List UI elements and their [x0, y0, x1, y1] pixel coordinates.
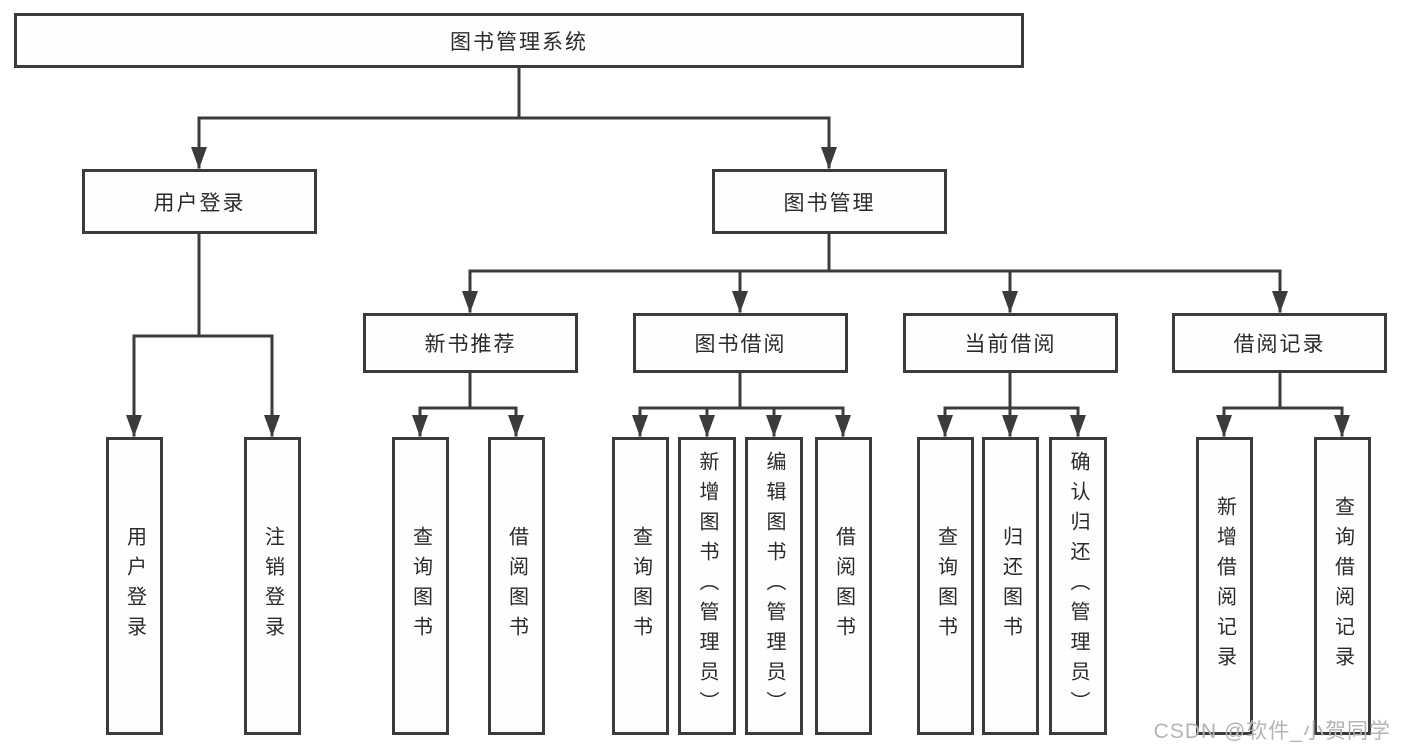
node-book-management: 图书管理: [712, 169, 947, 234]
node-login-logout: 注销登录: [244, 437, 301, 735]
node-book-system-label: 图书管理系统: [450, 30, 588, 54]
node-current-borrow: 当前借阅: [903, 313, 1118, 373]
node-user-login-label: 用户登录: [153, 191, 246, 215]
node-recommend-query-books-label: 查询图书: [409, 526, 432, 646]
node-book-management-label: 图书管理: [783, 191, 876, 215]
node-record-query-borrow-record: 查询借阅记录: [1314, 437, 1371, 735]
node-borrow-edit-books-admin-label: 编辑图书（管理员）: [763, 451, 785, 721]
connector-elbows: [132, 66, 1344, 410]
node-current-confirm-return-admin: 确认归还（管理员）: [1049, 437, 1107, 735]
node-new-book-recommend: 新书推荐: [363, 313, 578, 373]
node-borrow-add-books-admin: 新增图书（管理员）: [678, 437, 736, 735]
node-borrow-borrow-books-label: 借阅图书: [832, 526, 855, 646]
node-record-query-borrow-record-label: 查询借阅记录: [1331, 496, 1354, 676]
node-current-query-books: 查询图书: [917, 437, 974, 735]
node-login-logout-label: 注销登录: [261, 526, 284, 646]
node-borrow-query-books: 查询图书: [612, 437, 669, 735]
node-new-book-recommend-label: 新书推荐: [424, 333, 517, 356]
node-book-borrow: 图书借阅: [633, 313, 848, 373]
node-current-query-books-label: 查询图书: [934, 526, 957, 646]
node-user-login: 用户登录: [82, 169, 317, 234]
node-book-system: 图书管理系统: [14, 13, 1024, 68]
node-current-return-books: 归还图书: [982, 437, 1039, 735]
node-book-borrow-label: 图书借阅: [694, 333, 787, 356]
node-recommend-borrow-books: 借阅图书: [488, 437, 545, 735]
node-record-add-borrow-record-label: 新增借阅记录: [1213, 496, 1236, 676]
node-login-user: 用户登录: [106, 437, 163, 735]
node-borrow-borrow-books: 借阅图书: [815, 437, 872, 735]
node-current-return-books-label: 归还图书: [999, 526, 1022, 646]
node-borrow-add-books-admin-label: 新增图书（管理员）: [696, 451, 718, 721]
node-current-borrow-label: 当前借阅: [964, 333, 1057, 356]
node-login-user-label: 用户登录: [123, 526, 146, 646]
node-recommend-query-books: 查询图书: [392, 437, 449, 735]
node-borrow-edit-books-admin: 编辑图书（管理员）: [745, 437, 803, 735]
csdn-watermark: CSDN @软件_小贺同学: [1153, 720, 1391, 743]
node-current-confirm-return-admin-label: 确认归还（管理员）: [1067, 451, 1089, 721]
node-borrow-query-books-label: 查询图书: [629, 526, 652, 646]
node-record-add-borrow-record: 新增借阅记录: [1196, 437, 1253, 735]
node-borrow-record-label: 借阅记录: [1233, 333, 1326, 356]
node-borrow-record: 借阅记录: [1172, 313, 1387, 373]
node-recommend-borrow-books-label: 借阅图书: [505, 526, 528, 646]
